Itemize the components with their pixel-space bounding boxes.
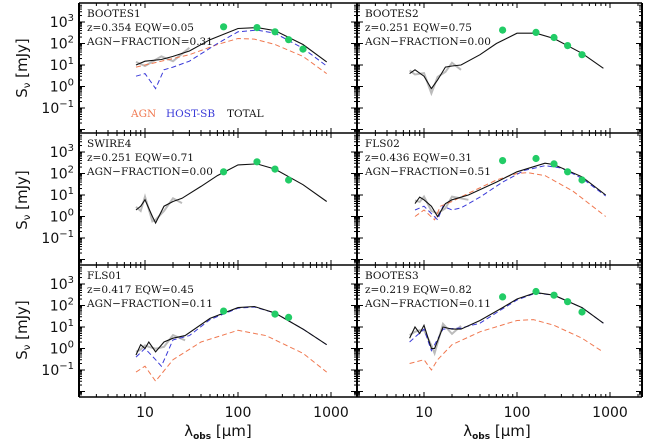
- figure-frame: 103 102 101 100 10−1 103 102 101 100 10−1 103 102 10…: [41, 2, 643, 421]
- host-sb-component-curve: [414, 165, 606, 221]
- photometry-point: [285, 36, 293, 44]
- photometry-point: [550, 33, 558, 42]
- photometry-point: [578, 51, 586, 59]
- panel-z-eqw: z=0.251 EQW=0.71: [87, 152, 194, 164]
- y-tick-label: 100: [50, 340, 74, 358]
- photometry-point: [578, 176, 586, 184]
- y-tick-label: 103: [50, 13, 74, 31]
- agn-component-curve: [135, 37, 327, 75]
- y-tick-label: 101: [50, 186, 74, 204]
- panel-agn-fraction: AGN−FRACTION=0.11: [364, 298, 491, 310]
- panel-z-eqw: z=0.251 EQW=0.75: [365, 22, 472, 34]
- photometry-point: [271, 28, 279, 36]
- photometry-point: [499, 157, 507, 165]
- y-tick-label: 10−1: [41, 99, 74, 117]
- photometry-point: [271, 310, 279, 318]
- x-axis-label-right: λobs [μm]: [463, 422, 531, 441]
- photometry-point: [271, 165, 279, 173]
- photometry-point: [564, 42, 572, 50]
- panel-name: BOOTES3: [365, 270, 419, 282]
- y-tick-label: 102: [50, 297, 74, 315]
- legend-agn: AGN: [130, 108, 156, 120]
- host-sb-component-curve: [135, 306, 327, 368]
- x-tick-label: 10: [136, 405, 154, 421]
- panel-z-eqw: z=0.354 EQW=0.05: [87, 22, 194, 34]
- photometry-point: [532, 154, 540, 163]
- total-model-curve: [135, 27, 328, 66]
- legend-total: TOTAL: [227, 108, 264, 120]
- photometry-point: [253, 24, 261, 32]
- panel-agn-fraction: AGN−FRACTION=0.31: [86, 36, 213, 48]
- y-tick-label: 102: [50, 165, 74, 183]
- panels-group: BOOTES1 z=0.354 EQW=0.05AGN−FRACTION=0.31…: [86, 8, 607, 383]
- y-tick-label: 100: [50, 78, 74, 96]
- x-tick-label: 100: [504, 405, 531, 421]
- photometry-point: [564, 168, 572, 176]
- irs-spectrum: [408, 61, 462, 97]
- panel-agn-fraction: AGN−FRACTION=0.00: [364, 36, 491, 48]
- panel-agn-fraction: AGN−FRACTION=0.51: [364, 166, 491, 178]
- panel-agn-fraction: AGN−FRACTION=0.00: [86, 166, 213, 178]
- photometry-point: [253, 158, 261, 166]
- irs-spectrum: [135, 47, 191, 68]
- photometry-point: [578, 308, 586, 316]
- total-model-curve: [135, 163, 328, 225]
- photometry-point: [550, 160, 558, 168]
- panel-name: FLS02: [365, 138, 400, 150]
- irs-spectrum: [409, 321, 462, 357]
- photometry-point: [532, 287, 540, 296]
- y-tick-label: 101: [50, 56, 74, 74]
- y-tick-label: 102: [50, 35, 74, 53]
- x-axis-label-left: λobs [μm]: [184, 422, 252, 441]
- x-tick-label: 1000: [313, 405, 349, 421]
- panel-name: FLS01: [87, 270, 122, 282]
- agn-component-curve: [135, 329, 328, 383]
- photometry-point: [564, 298, 572, 306]
- photometry-point: [532, 28, 540, 36]
- photometry-point: [499, 26, 507, 34]
- panel-agn-fraction: AGN−FRACTION=0.11: [86, 298, 213, 310]
- panel-name: BOOTES1: [87, 8, 141, 20]
- y-tick-label: 10−1: [41, 229, 74, 247]
- y-axis-label-row3: Sν [mJy]: [13, 300, 33, 360]
- y-axis-label-row2: Sν [mJy]: [13, 170, 33, 230]
- photometry-point: [220, 168, 228, 176]
- photometry-point: [220, 23, 228, 31]
- y-tick-label: 103: [50, 275, 74, 293]
- photometry-point: [220, 307, 228, 315]
- photometry-point: [550, 291, 558, 299]
- total-model-curve: [135, 305, 328, 356]
- y-tick-label: 103: [50, 143, 74, 161]
- y-tick-label: 100: [50, 208, 74, 226]
- x-tick-label: 100: [225, 405, 252, 421]
- photometry-point: [285, 313, 293, 321]
- x-tick-label: 10: [415, 405, 433, 421]
- y-tick-label: 101: [50, 318, 74, 336]
- legend-host-sb: HOST-SB: [166, 108, 215, 120]
- panel-z-eqw: z=0.219 EQW=0.82: [365, 284, 472, 296]
- y-tick-label: 10−1: [41, 361, 74, 379]
- host-sb-component-curve: [135, 29, 327, 90]
- agn-component-curve: [414, 172, 607, 221]
- total-model-curve: [409, 292, 604, 350]
- x-tick-label: 1000: [592, 405, 628, 421]
- photometry-point: [285, 176, 293, 184]
- photometry-point: [499, 293, 507, 301]
- agn-component-curve: [409, 319, 602, 371]
- panel-name: SWIRE4: [87, 138, 132, 150]
- panel-name: BOOTES2: [365, 8, 419, 20]
- panel-z-eqw: z=0.417 EQW=0.45: [87, 284, 194, 296]
- y-axis-label-row1: Sν [mJy]: [13, 38, 33, 98]
- panel-z-eqw: z=0.436 EQW=0.31: [365, 152, 472, 164]
- photometry-point: [299, 45, 307, 53]
- total-model-curve: [409, 32, 604, 90]
